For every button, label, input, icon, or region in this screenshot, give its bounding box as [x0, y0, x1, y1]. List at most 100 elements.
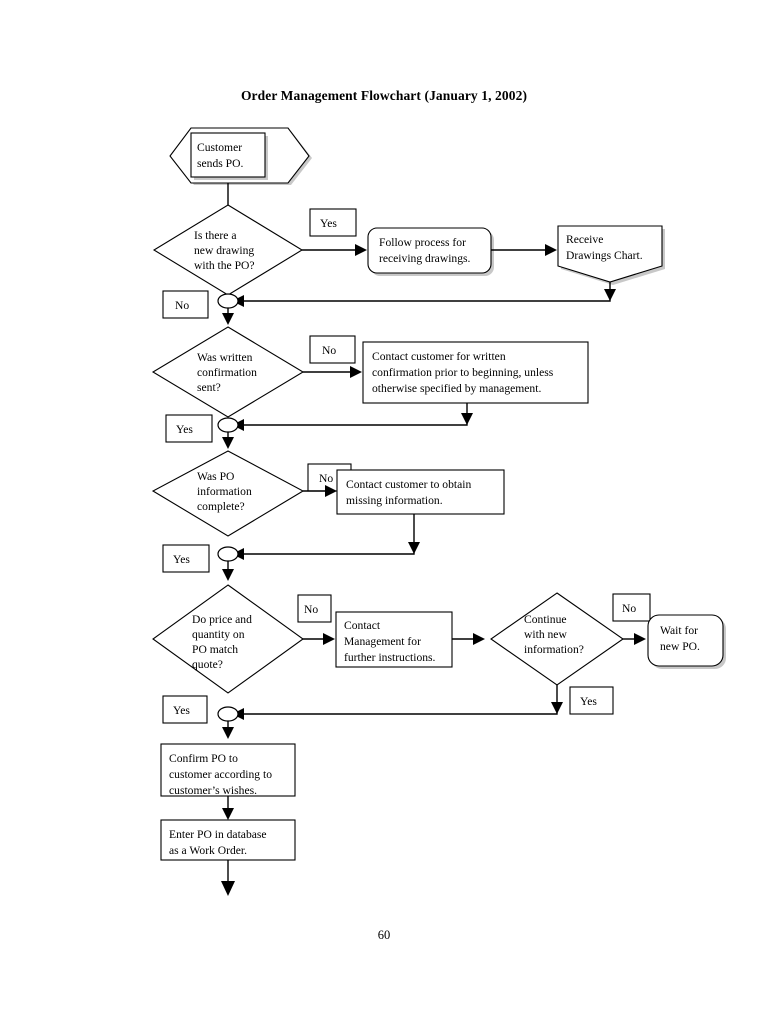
decision-po-complete-diamond [151, 450, 305, 537]
arrowhead-confirmation-no [350, 366, 362, 378]
contact-management-box [335, 611, 453, 668]
contact-written-line-3: otherwise specified by management. [372, 382, 541, 395]
arrowhead-drawing-yes [355, 244, 367, 256]
label-continue-no: No [612, 593, 651, 622]
node-decision-written-confirmation[interactable]: Was written confirmation sent? [151, 326, 305, 418]
label-continue-no-box [612, 593, 651, 622]
receive-drawings-line-2: Drawings Chart. [566, 249, 643, 262]
edge-contact-missing-back [244, 514, 415, 555]
receive-drawings-pentagon [557, 225, 663, 283]
label-confirmation-no: No [309, 335, 356, 364]
start-label-line-2: sends PO. [197, 157, 243, 170]
decision-price-line-3: PO match [192, 643, 238, 656]
follow-process-line-1: Follow process for [379, 236, 466, 249]
enter-po-line-2: as a Work Order. [169, 844, 247, 857]
wait-new-po-box [647, 614, 724, 667]
arrowhead-contact-written-down [461, 413, 473, 425]
arrowhead-contact-missing-down [408, 542, 420, 554]
edge-receive-back-to-spine [244, 282, 611, 302]
node-confirm-po[interactable]: Confirm PO to customer according to cust… [160, 743, 296, 797]
decision-continue-line-3: information? [524, 643, 584, 656]
arrowhead-match-no [323, 633, 335, 645]
contact-management-line-1: Contact [344, 619, 381, 632]
edge-continue-yes-back [244, 685, 558, 715]
label-complete-yes-box [162, 544, 210, 573]
label-drawing-no-text: No [175, 299, 189, 312]
label-confirmation-no-text: No [322, 344, 336, 357]
node-decision-po-complete[interactable]: Was PO information complete? [151, 450, 305, 537]
decision-po-complete-line-1: Was PO [197, 470, 234, 483]
contact-written-line-2: confirmation prior to beginning, unless [372, 366, 554, 379]
confirm-po-box [160, 743, 296, 797]
decision-written-line-1: Was written [197, 351, 253, 364]
label-match-no-text: No [304, 603, 318, 616]
label-match-yes: Yes [162, 695, 208, 724]
label-match-no: No [297, 594, 332, 623]
junction-node-2 [217, 417, 239, 433]
label-confirmation-yes-box [165, 414, 213, 443]
node-contact-customer-missing[interactable]: Contact customer to obtain missing infor… [336, 469, 505, 515]
follow-process-line-2: receiving drawings. [379, 252, 471, 265]
node-receive-drawings-chart[interactable]: Receive Drawings Chart. [557, 225, 665, 285]
arrowhead-junction1-down [222, 313, 234, 325]
arrowhead-follow-to-receive [545, 244, 557, 256]
node-contact-management[interactable]: Contact Management for further instructi… [335, 611, 453, 668]
decision-po-complete-line-2: information [197, 485, 252, 498]
decision-price-line-4: quote? [192, 658, 223, 671]
contact-missing-line-2: missing information. [346, 494, 443, 507]
enter-po-line-1: Enter PO in database [169, 828, 267, 841]
page-title: Order Management Flowchart (January 1, 2… [240, 88, 528, 103]
label-match-no-box [297, 594, 332, 623]
arrowhead-complete-no [325, 485, 337, 497]
contact-management-line-3: further instructions. [344, 651, 436, 664]
wait-new-po-line-1: Wait for [660, 624, 698, 637]
decision-written-line-3: sent? [197, 381, 221, 394]
page-number: 60 [377, 928, 391, 942]
label-drawing-yes-text: Yes [320, 217, 337, 230]
node-follow-process-drawings[interactable]: Follow process for receiving drawings. [367, 227, 494, 276]
node-decision-new-drawing[interactable]: Is there a new drawing with the PO? [152, 204, 304, 296]
label-drawing-no-box [162, 290, 209, 319]
decision-po-complete-line-3: complete? [197, 500, 245, 513]
decision-written-line-2: confirmation [197, 366, 257, 379]
label-match-yes-text: Yes [173, 704, 190, 717]
decision-continue-line-2: with new [524, 628, 567, 641]
wait-new-po-line-2: new PO. [660, 640, 700, 653]
confirm-po-line-3: customer’s wishes. [169, 784, 257, 797]
junction-node-1 [217, 293, 239, 309]
label-continue-no-text: No [622, 602, 636, 615]
node-decision-price-quantity[interactable]: Do price and quantity on PO match quote? [152, 584, 304, 694]
contact-missing-line-1: Contact customer to obtain [346, 478, 471, 491]
follow-process-box [367, 227, 492, 274]
decision-price-line-1: Do price and [192, 613, 252, 626]
label-complete-yes-text: Yes [173, 553, 190, 566]
arrowhead-enter-po-down [221, 881, 235, 896]
node-customer-sends-po[interactable]: Customer sends PO. [169, 127, 312, 185]
label-confirmation-no-box [309, 335, 356, 364]
label-continue-yes: Yes [569, 686, 614, 715]
label-drawing-no: No [162, 290, 209, 319]
arrowhead-junction3-down [222, 569, 234, 581]
confirm-po-line-1: Confirm PO to [169, 752, 238, 765]
arrowhead-management-to-continue [473, 633, 485, 645]
confirm-po-line-2: customer according to [169, 768, 272, 781]
decision-new-drawing-line-3: with the PO? [194, 259, 255, 272]
label-continue-yes-box [569, 686, 614, 715]
junction-node-4 [217, 706, 239, 722]
node-enter-po[interactable]: Enter PO in database as a Work Order. [160, 819, 296, 861]
label-confirmation-yes-text: Yes [176, 423, 193, 436]
start-inner-rect [190, 132, 266, 178]
arrowhead-continue-yes-down [551, 702, 563, 714]
node-wait-for-new-po[interactable]: Wait for new PO. [647, 614, 726, 669]
label-continue-yes-text: Yes [580, 695, 597, 708]
decision-price-quantity-diamond [152, 584, 304, 694]
decision-written-confirmation-diamond [151, 326, 305, 418]
label-match-yes-box [162, 695, 208, 724]
node-contact-customer-written[interactable]: Contact customer for written confirmatio… [362, 341, 589, 404]
label-drawing-yes: Yes [309, 208, 357, 237]
receive-drawings-line-1: Receive [566, 233, 603, 246]
decision-new-drawing-line-1: Is there a [194, 229, 237, 242]
label-drawing-yes-box [309, 208, 357, 237]
node-decision-continue-new-info[interactable]: Continue with new information? [490, 592, 624, 686]
